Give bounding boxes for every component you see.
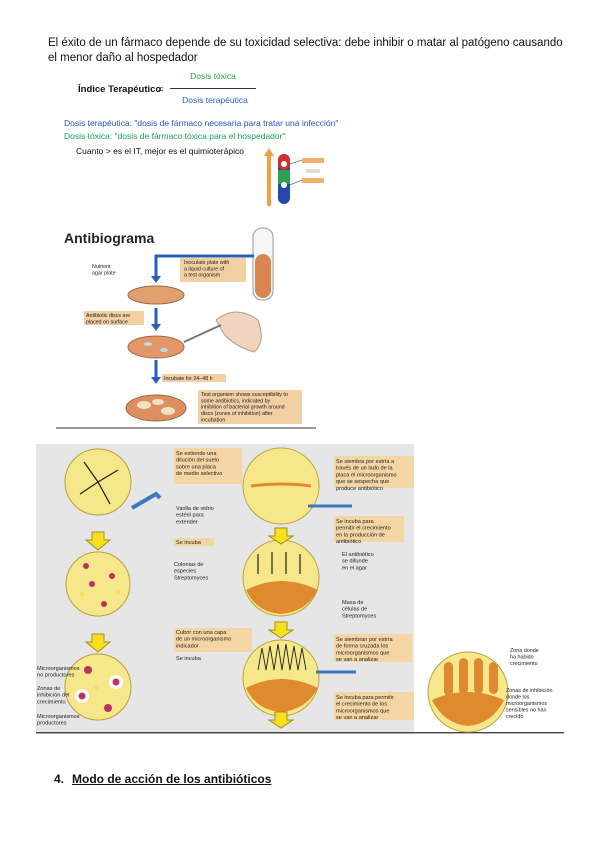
antibiogram-title: Antibiograma bbox=[64, 230, 154, 246]
therapeutic-index-label: Índice Terapéutico bbox=[78, 84, 162, 95]
section-title: Modo de acción de los antibióticos bbox=[72, 772, 272, 786]
incubate-label: Incubate for 24–48 h bbox=[164, 376, 213, 382]
fraction-bar bbox=[170, 88, 256, 89]
therapeutic-index-figure bbox=[264, 148, 324, 206]
therapeutic-dose-definition: Dosis terapéutica: "dosis de fármaco nec… bbox=[64, 118, 339, 128]
incubate-label-1: Se incuba bbox=[176, 540, 202, 546]
section-heading: 4. Modo de acción de los antibióticos bbox=[54, 772, 271, 786]
numerator-toxic-dose: Dosis tóxica bbox=[190, 71, 236, 81]
intro-paragraph: El éxito de un fármaco depende de su tox… bbox=[48, 37, 563, 64]
equals-sign: = bbox=[158, 84, 164, 95]
it-statement: Cuanto > es el IT, mejor es el quimioter… bbox=[76, 146, 244, 156]
toxic-dose-definition: Dosis tóxica: "dosis de fármaco tóxica p… bbox=[64, 131, 286, 141]
incubate-label-2: Se incuba bbox=[176, 656, 202, 662]
denominator-therapeutic-dose: Dosis terapéutica bbox=[182, 95, 248, 105]
section-number: 4. bbox=[54, 772, 65, 786]
